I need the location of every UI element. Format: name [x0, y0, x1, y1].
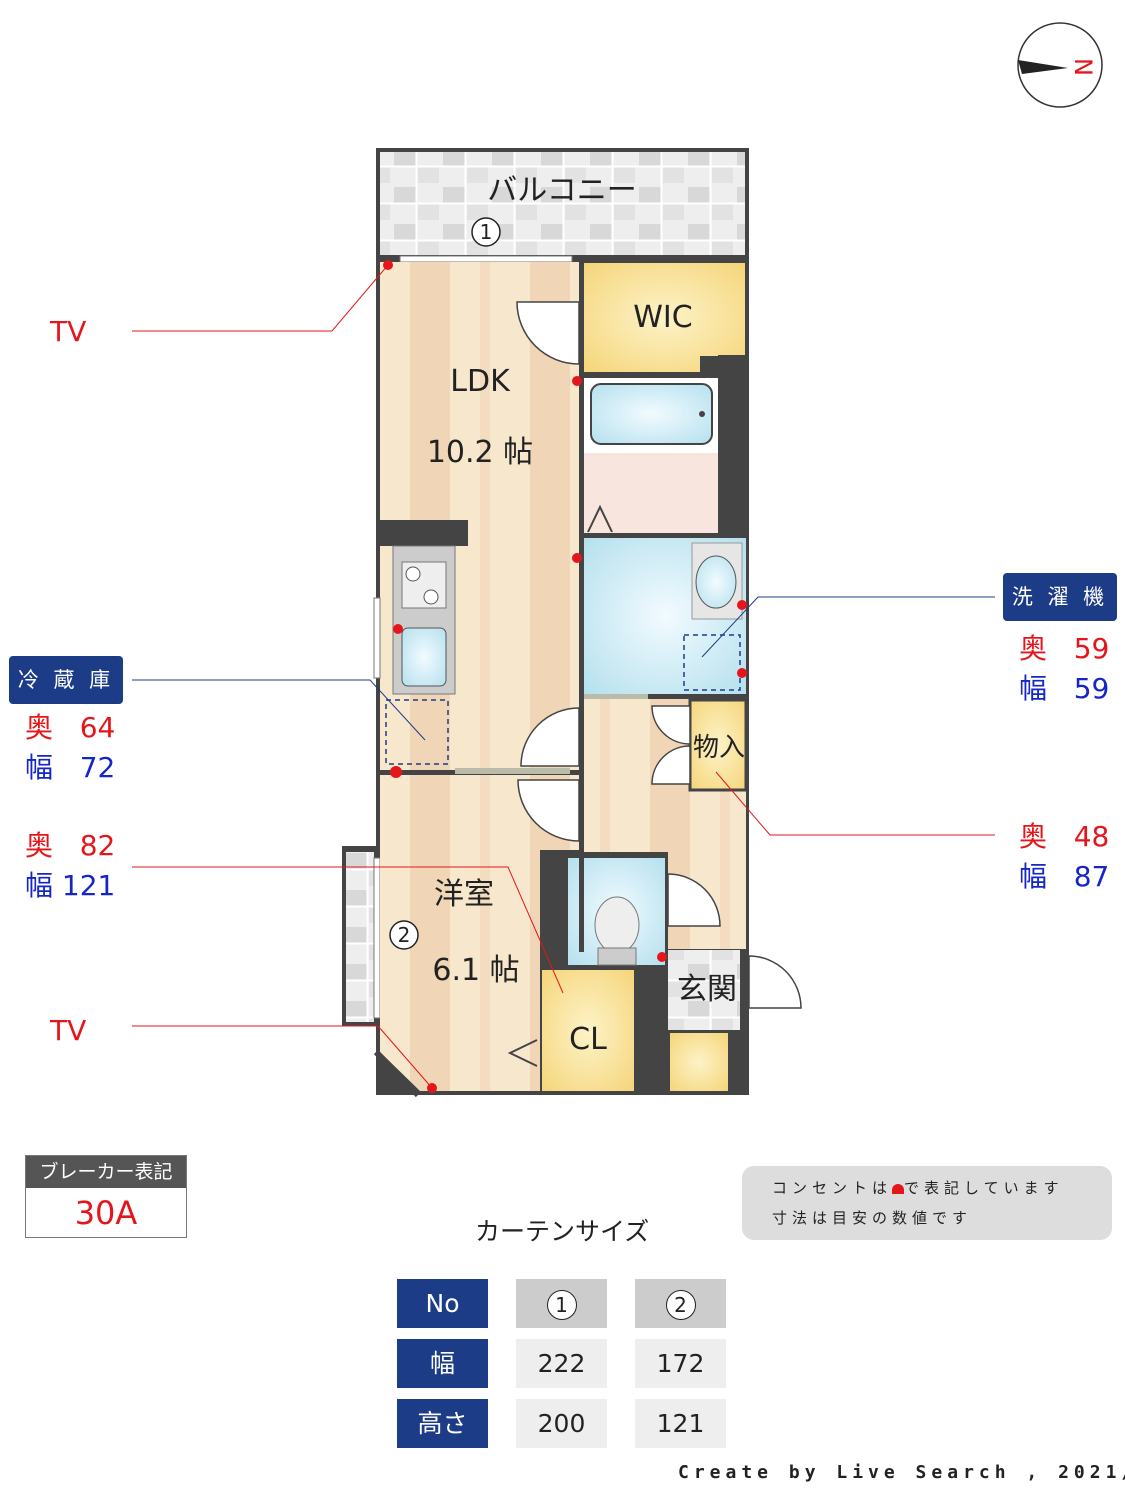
curtain-table-title: カーテンサイズ — [475, 1217, 650, 1246]
tv-label-top: TV — [50, 315, 87, 348]
balcony-window — [399, 255, 573, 263]
row-header-no: No — [397, 1279, 488, 1328]
col1-height: 200 — [516, 1399, 607, 1448]
entrance — [668, 950, 746, 1030]
bathroom-floor — [584, 453, 718, 533]
compass-north-label: N — [1069, 58, 1097, 76]
outlet-icon — [892, 1183, 905, 1194]
washer-tag: 洗 濯 機 — [1003, 573, 1117, 621]
washer-width: 59 — [1073, 672, 1110, 705]
depth-label: 奥 — [25, 711, 54, 744]
row-header-height: 高さ — [397, 1399, 488, 1448]
note-outlet-b: で表記しています — [904, 1179, 1064, 1197]
ldk-size: 10.2 帖 — [427, 435, 533, 470]
western-label: 洋室 — [434, 877, 494, 912]
doors — [516, 301, 802, 1009]
washer-space — [683, 634, 741, 691]
depth-label: 奥 — [1019, 632, 1048, 665]
col2-height: 121 — [635, 1399, 726, 1448]
notes-box: コンセントはで表記しています寸法は目安の数値です — [742, 1166, 1112, 1240]
depth-label: 奥 — [1019, 820, 1048, 853]
closet-room — [542, 970, 634, 1092]
storage-label: 物入 — [693, 733, 745, 763]
depth-label: 奥 — [25, 829, 54, 862]
fridge-width: 72 — [79, 751, 116, 784]
storage-dims: 奥 48 幅 87 — [1019, 817, 1109, 897]
tv-label-bottom: TV — [50, 1014, 87, 1047]
curtain-marker-1: 1 — [480, 220, 493, 244]
breaker-value: 30A — [74, 1194, 138, 1232]
washer-dims: 奥 59 幅 59 — [1019, 629, 1109, 709]
col1-no: 1 — [516, 1279, 607, 1328]
storage-depth: 48 — [1073, 820, 1110, 853]
width-label: 幅 — [25, 751, 54, 784]
credit: Create by Live Search , 2021/1 — [678, 1462, 1125, 1483]
outlets — [383, 260, 747, 1093]
closet-dims: 奥 82 幅 121 — [25, 826, 115, 906]
wic-label: WIC — [633, 300, 692, 335]
width-label: 幅 — [1019, 860, 1048, 893]
curtain-marker-2: 2 — [398, 923, 411, 947]
ldk-label: LDK — [450, 364, 511, 399]
row-header-width: 幅 — [397, 1339, 488, 1388]
balcony-label: バルコニー — [487, 173, 636, 208]
fridge-tag: 冷 蔵 庫 — [9, 656, 123, 704]
storage-width: 87 — [1073, 860, 1110, 893]
breaker-label: ブレーカー表記 — [26, 1156, 186, 1188]
balcony — [380, 152, 745, 255]
shoe-cabinet — [670, 1033, 728, 1091]
curtain-no-1: 1 — [546, 1290, 577, 1320]
western-size: 6.1 帖 — [432, 953, 519, 988]
curtain-no-2: 2 — [665, 1290, 696, 1320]
closet-depth: 82 — [79, 829, 116, 862]
note-dimensions: 寸法は目安の数値です — [772, 1209, 973, 1227]
closet-width: 121 — [61, 869, 116, 902]
entrance-label: 玄関 — [677, 972, 737, 1007]
col2-width: 172 — [635, 1339, 726, 1388]
col1-width: 222 — [516, 1339, 607, 1388]
width-label: 幅 — [25, 869, 54, 902]
breaker-box: ブレーカー表記 30A — [25, 1155, 187, 1238]
width-label: 幅 — [1019, 672, 1048, 705]
note-outlet-a: コンセントは — [772, 1179, 893, 1197]
wic-room — [584, 263, 745, 372]
fridge-depth: 64 — [79, 711, 116, 744]
col2-no: 2 — [635, 1279, 726, 1328]
fridge-dims: 奥 64 幅 72 — [25, 708, 115, 788]
western-room — [380, 775, 580, 1091]
fridge-space — [385, 699, 449, 765]
compass: N — [1017, 22, 1103, 108]
closet-label: CL — [569, 1022, 607, 1057]
bathtub — [590, 383, 713, 445]
washer-depth: 59 — [1073, 632, 1110, 665]
